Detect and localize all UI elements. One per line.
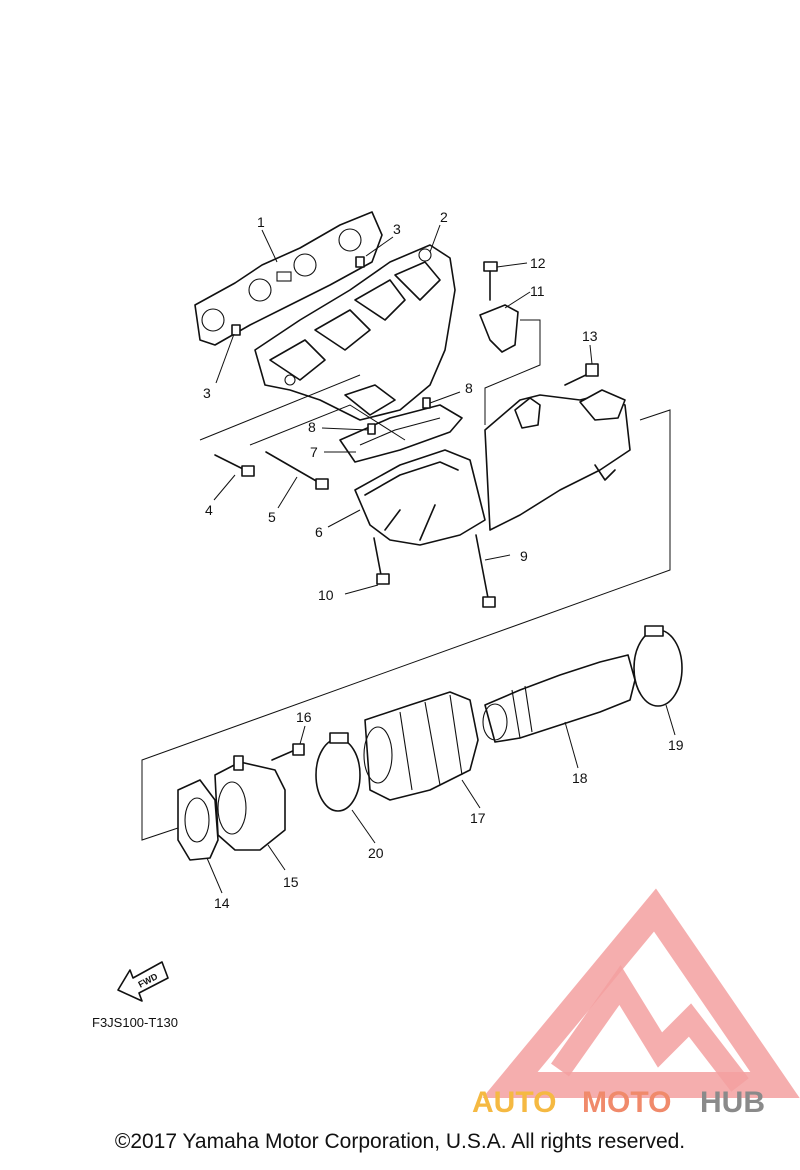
part-9-bolt — [475, 534, 496, 608]
callout-3-lower: 3 — [203, 385, 211, 401]
part-10-bolt — [373, 537, 390, 585]
part-5-bolt — [265, 451, 329, 490]
callout-16: 16 — [296, 709, 312, 725]
callout-15: 15 — [283, 874, 299, 890]
callout-19: 19 — [668, 737, 684, 753]
logo-hub-text: HUB — [700, 1086, 765, 1119]
callout-10: 10 — [318, 587, 334, 603]
callout-8-left: 8 — [308, 419, 316, 435]
part-15-joint — [214, 755, 286, 851]
part-2-exhaust-manifold — [254, 244, 456, 421]
callout-12: 12 — [530, 255, 546, 271]
part-14-flange-gasket — [177, 779, 219, 861]
exhaust-pipe-assembly — [484, 389, 631, 531]
callout-18: 18 — [572, 770, 588, 786]
callout-3-upper: 3 — [393, 221, 401, 237]
automotohub-logo: AUTO MOTO HUB — [472, 888, 800, 1119]
callout-5: 5 — [268, 509, 276, 525]
callout-17: 17 — [470, 810, 486, 826]
part-20-hose-clamp — [315, 732, 361, 812]
part-4-bolt — [214, 454, 255, 477]
leader-lines — [206, 224, 676, 894]
part-12-bolt — [483, 261, 498, 301]
fwd-arrow: FWD — [117, 961, 169, 1002]
part-8-dowel-pin-left — [367, 423, 376, 435]
callout-1: 1 — [257, 214, 265, 230]
logo-auto-text: AUTO — [472, 1086, 556, 1119]
callout-7: 7 — [310, 444, 318, 460]
drawing-code: F3JS100-T130 — [92, 1015, 178, 1030]
part-6-exhaust-body — [354, 449, 486, 546]
callout-numbers: 1 2 3 3 4 5 6 7 8 8 9 10 11 12 13 14 15 … — [203, 209, 684, 911]
part-3-dowel-pin-lower — [231, 324, 241, 336]
callout-9: 9 — [520, 548, 528, 564]
copyright-notice: ©2017 Yamaha Motor Corporation, U.S.A. A… — [114, 1130, 686, 1153]
part-11-bracket — [479, 304, 519, 353]
part-19-hose-clamp — [633, 625, 683, 707]
part-17-rubber-hose — [363, 691, 479, 801]
part-13-bolt — [564, 363, 599, 386]
callout-20: 20 — [368, 845, 384, 861]
logo-moto-text: MOTO — [582, 1086, 671, 1119]
callout-6: 6 — [315, 524, 323, 540]
callout-11: 11 — [530, 283, 545, 299]
part-8-dowel-pin-right — [422, 397, 431, 409]
part-18-water-pipe — [482, 654, 636, 743]
part-16-bolt — [271, 743, 305, 761]
callout-13: 13 — [582, 328, 598, 344]
part-3-dowel-pin-upper — [355, 256, 365, 268]
callout-2: 2 — [440, 209, 448, 225]
callout-8-right: 8 — [465, 380, 473, 396]
callout-4: 4 — [205, 502, 213, 518]
assembly-guide-lines — [141, 319, 671, 841]
part-7-gasket — [339, 404, 463, 463]
callout-14: 14 — [214, 895, 230, 911]
